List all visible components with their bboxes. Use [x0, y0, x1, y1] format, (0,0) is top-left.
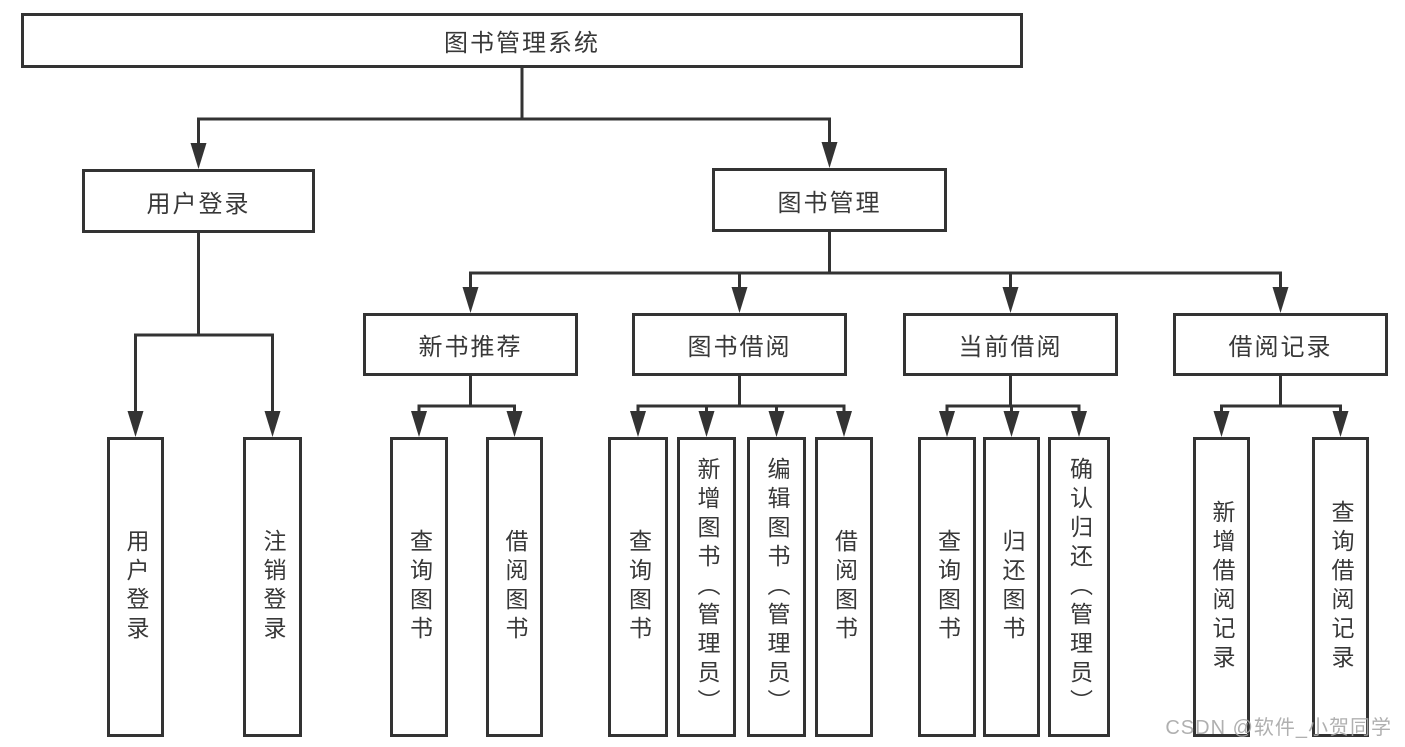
leaf-label: 查询图书: [934, 529, 961, 645]
leaf-query-books-borrow: 查询图书: [608, 437, 668, 737]
node-current-borrow: 当前借阅: [903, 313, 1118, 376]
leaf-label: 查询借阅记录: [1328, 500, 1354, 674]
node-label: 用户登录: [146, 190, 251, 218]
node-book-management: 图书管理: [712, 168, 947, 232]
leaf-label: 借阅图书: [502, 529, 528, 645]
leaf-label: 查询图书: [625, 529, 652, 645]
csdn-watermark: CSDN @软件_小贺同学: [1165, 717, 1392, 739]
node-borrow-records: 借阅记录: [1173, 313, 1388, 376]
leaf-label: 归还图书: [999, 529, 1025, 645]
node-label: 图书管理系统: [444, 30, 600, 57]
leaf-query-books-current: 查询图书: [918, 437, 976, 737]
node-library-system: 图书管理系统: [21, 13, 1023, 68]
node-user-login: 用户登录: [82, 169, 315, 233]
leaf-add-borrow-record: 新增借阅记录: [1193, 437, 1250, 737]
leaf-label: 用户登录: [123, 529, 149, 645]
node-label: 图书管理: [777, 189, 882, 217]
leaf-label: 查询图书: [406, 529, 433, 645]
leaf-borrow-books: 借阅图书: [815, 437, 873, 737]
node-new-book-recommend: 新书推荐: [363, 313, 578, 376]
leaf-query-books-recommend: 查询图书: [390, 437, 448, 737]
leaf-label: 注销登录: [260, 529, 286, 645]
leaf-label: 新增借阅记录: [1209, 500, 1235, 674]
node-label: 当前借阅: [958, 334, 1063, 361]
node-book-borrow: 图书借阅: [632, 313, 847, 376]
leaf-confirm-return-admin: 确认归还（管理员）: [1048, 437, 1110, 737]
leaf-add-book-admin: 新增图书（管理员）: [677, 437, 736, 737]
node-label: 新书推荐: [418, 334, 523, 361]
leaf-label: 新增图书（管理员）: [694, 456, 720, 718]
leaf-borrow-books-recommend: 借阅图书: [486, 437, 543, 737]
leaf-label: 编辑图书（管理员）: [764, 456, 790, 718]
node-label: 图书借阅: [687, 334, 792, 361]
leaf-edit-book-admin: 编辑图书（管理员）: [747, 437, 806, 737]
leaf-return-book: 归还图书: [983, 437, 1040, 737]
leaf-logout: 注销登录: [243, 437, 302, 737]
leaf-query-borrow-record: 查询借阅记录: [1312, 437, 1369, 737]
leaf-user-login: 用户登录: [107, 437, 164, 737]
node-label: 借阅记录: [1228, 334, 1333, 361]
leaf-label: 确认归还（管理员）: [1066, 456, 1093, 718]
leaf-label: 借阅图书: [831, 529, 858, 645]
